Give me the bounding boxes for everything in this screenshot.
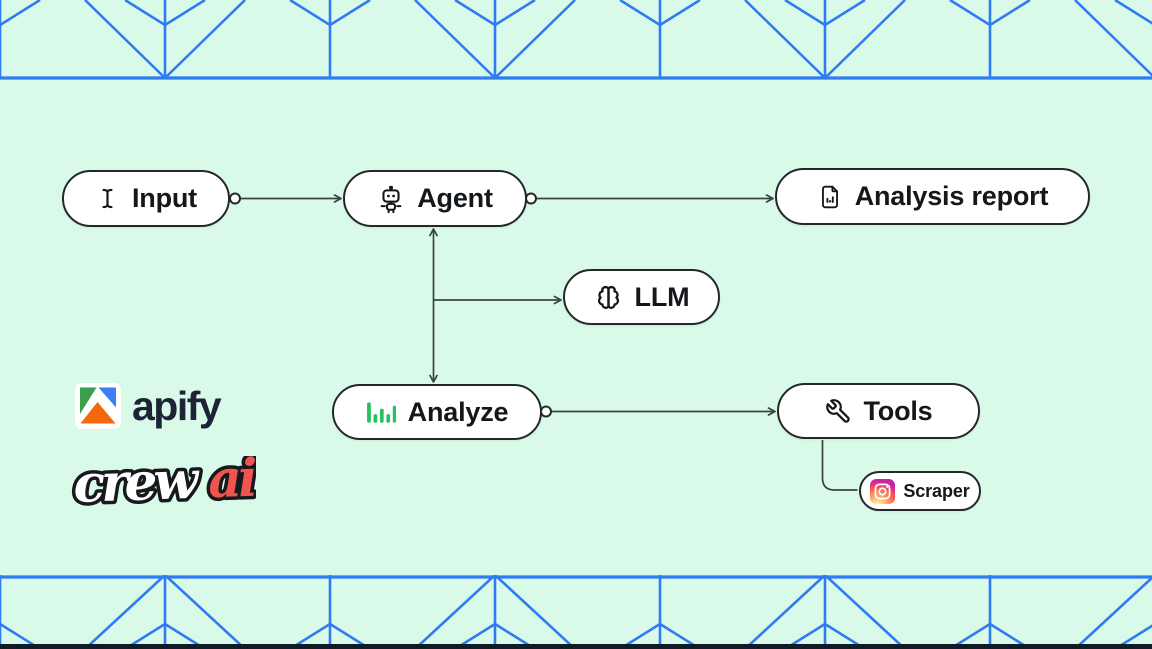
apify-logo: apify [75,383,222,429]
edge-tools-scraper [821,440,858,491]
node-label: Analysis report [854,181,1049,211]
node-label: Analyze [407,396,509,427]
node-report: Analysis report [775,168,1090,225]
crewai-logo-text-crew: crew [72,456,201,515]
node-agent: Agent [343,170,527,227]
connector-dot-input [229,192,241,205]
crewai-logo: crew ai [69,456,256,518]
bottom-dark-bar [0,644,1152,649]
node-scraper: Scraper [859,471,981,511]
text-cursor-icon [102,188,113,209]
document-chart-icon [821,185,838,208]
node-label: Input [132,183,197,213]
apify-logo-text: apify [132,383,222,429]
node-llm: LLM [563,269,720,325]
crewai-logo-text-ai: ai [207,456,256,510]
node-input: Input [62,170,230,227]
node-label: LLM [634,281,690,312]
apify-logo-icon [75,383,121,429]
connector-dot-agent [525,192,537,205]
brain-icon [597,285,619,309]
connector-dot-analyze [540,405,552,418]
node-label: Tools [863,395,933,426]
bar-chart-icon [366,402,396,423]
top-border-pattern [0,0,1152,80]
node-analyze: Analyze [332,384,542,440]
node-label: Scraper [903,480,970,501]
bottom-border-pattern [0,575,1152,649]
svg-text:crew ai: crew ai [72,456,256,515]
robot-icon [380,185,402,213]
instagram-icon [870,478,896,504]
node-tools: Tools [777,383,980,439]
node-label: Agent [417,183,493,213]
wrench-icon [825,398,850,423]
